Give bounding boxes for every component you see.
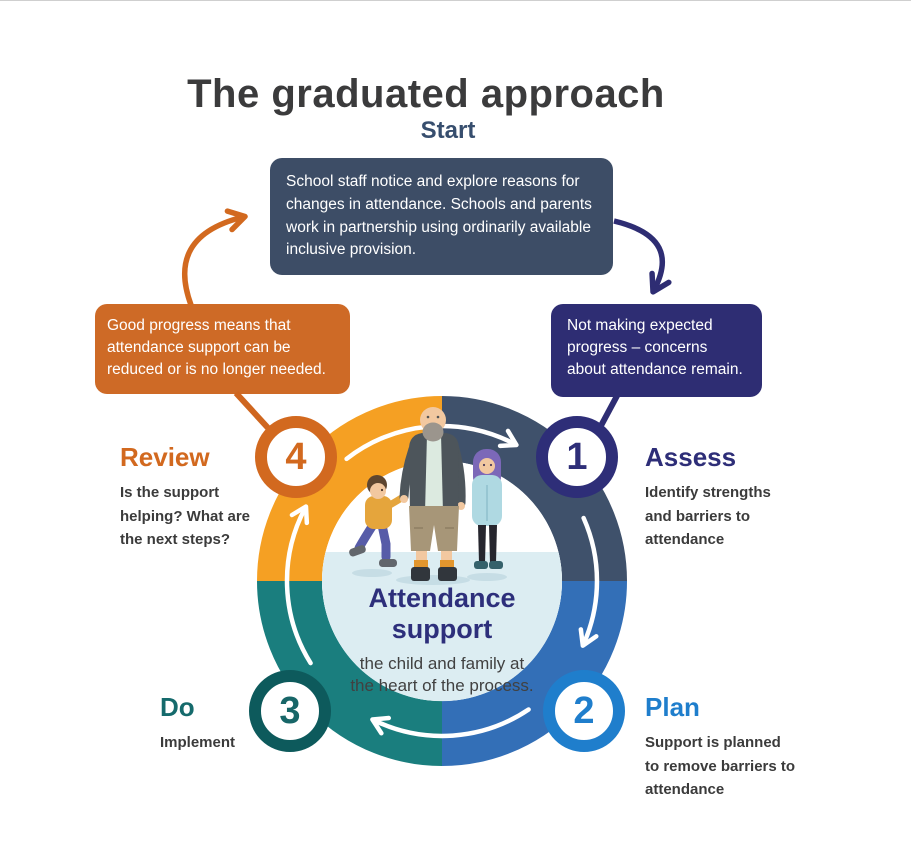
step-plan-title: Plan [645, 692, 700, 722]
step-3-number: 3 [279, 689, 301, 732]
cycle-arrow-left-icon [284, 504, 313, 666]
good-progress-callout-box: Good progress means that attendance supp… [95, 304, 350, 394]
step-1-badge: 1 [536, 416, 618, 498]
step-plan-description: Support is planned to remove barriers to… [645, 734, 796, 799]
cycle-direction-arrows [284, 423, 600, 739]
step-review-description: Is the support helping? What are the nex… [120, 484, 251, 549]
step-4-number: 4 [285, 435, 307, 478]
center-ground [322, 552, 563, 702]
step-review-label: Review Is the support helping? What are … [120, 442, 256, 552]
not-expected-progress-callout-box: Not making expected progress – concerns … [551, 304, 762, 397]
step-do-title: Do [160, 692, 195, 722]
start-callout-box: School staff notice and explore reasons … [270, 158, 613, 275]
step-assess-label: Assess Identify strengths and barriers t… [645, 442, 787, 552]
boy-figure [349, 475, 409, 567]
step-3-badge: 3 [249, 670, 331, 752]
step-2-number: 2 [573, 689, 595, 732]
cycle-arrow-bottom-icon [370, 707, 531, 739]
quadrant-review [257, 396, 443, 582]
step-4-badge: 4 [255, 416, 337, 498]
start-label: Start [420, 117, 476, 144]
family-illustration [349, 407, 507, 585]
step-do-label: Do Implement [160, 692, 280, 755]
girl-figure [472, 449, 503, 569]
step-plan-label: Plan Support is planned to remove barrie… [645, 692, 797, 802]
center-text: Attendance support the child and family … [317, 583, 567, 698]
cycle-arrow-right-icon [578, 515, 600, 648]
step-1-number: 1 [566, 435, 588, 478]
center-subtitle: the child and family at the heart of the… [350, 654, 534, 696]
flow-arrow-review-to-start [182, 208, 248, 306]
man-figure [399, 407, 466, 581]
step-assess-description: Identify strengths and barriers to atten… [645, 484, 771, 549]
page-title: The graduated approach [187, 71, 665, 116]
flow-arrow-start-to-assess [613, 218, 672, 295]
quadrant-do [257, 580, 443, 766]
step-assess-title: Assess [645, 442, 737, 472]
center-heading: Attendance support [368, 583, 516, 644]
step-do-description: Implement [160, 734, 236, 751]
step-review-title: Review [120, 442, 210, 472]
